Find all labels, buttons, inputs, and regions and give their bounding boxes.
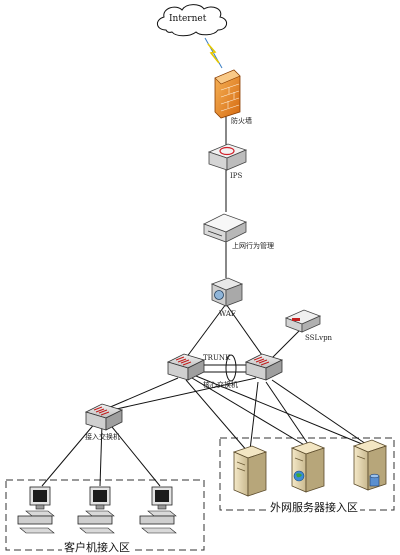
link-core-right-server1 [249,381,259,451]
link-core-left-server3 [195,375,363,445]
link-core-right-server2 [265,381,309,445]
firewall-label: 防火墙 [231,117,252,125]
links [41,37,367,487]
server-zone-label: 外网服务器接入区 [268,499,360,515]
core-switch-right-icon [244,353,284,381]
waf-label: WAF [219,310,236,318]
link-core-right-server3 [271,379,367,445]
firewall-icon [214,69,241,119]
client-pc-icon [17,486,55,534]
core-switch-label: 核心交换机 [203,381,238,389]
ips-label: IPS [230,172,243,180]
behavior-management-icon [202,213,248,243]
link-core-left-server2 [191,377,307,447]
database-server-icon [352,439,388,491]
sslvpn-device-icon [284,309,322,333]
access-switch-icon [84,403,124,431]
server-icon [232,445,268,497]
link-access-client2 [99,423,103,487]
link-core-left-server1 [185,379,249,453]
link-core-left-access [107,377,179,409]
lightning-icon [207,43,220,64]
ips-device-icon [207,143,248,171]
behavior-management-label: 上网行为管理 [232,242,274,250]
core-switch-left-icon [166,353,206,381]
waf-device-icon [210,277,244,307]
access-switch-label: 接入交换机 [85,433,120,441]
web-server-icon [290,441,326,493]
sslvpn-label: SSLvpn [305,334,333,342]
link-core-right-access [111,377,257,411]
client-zone-label: 客户机接入区 [62,539,132,555]
internet-label: Internet [169,14,207,24]
link-access-client1 [41,421,97,487]
database-icon [369,473,380,487]
link-sslvpn-core-right [271,329,301,359]
trunk-label: TRUNK [203,354,231,362]
client-pc-icon [139,486,177,534]
client-pc-icon [77,486,115,534]
internet-cloud-icon [157,4,227,37]
link-waf-core-left [185,303,227,359]
link-waf-core-right [225,303,265,359]
link-access-client3 [107,421,161,487]
trunk-ellipse [225,354,237,382]
